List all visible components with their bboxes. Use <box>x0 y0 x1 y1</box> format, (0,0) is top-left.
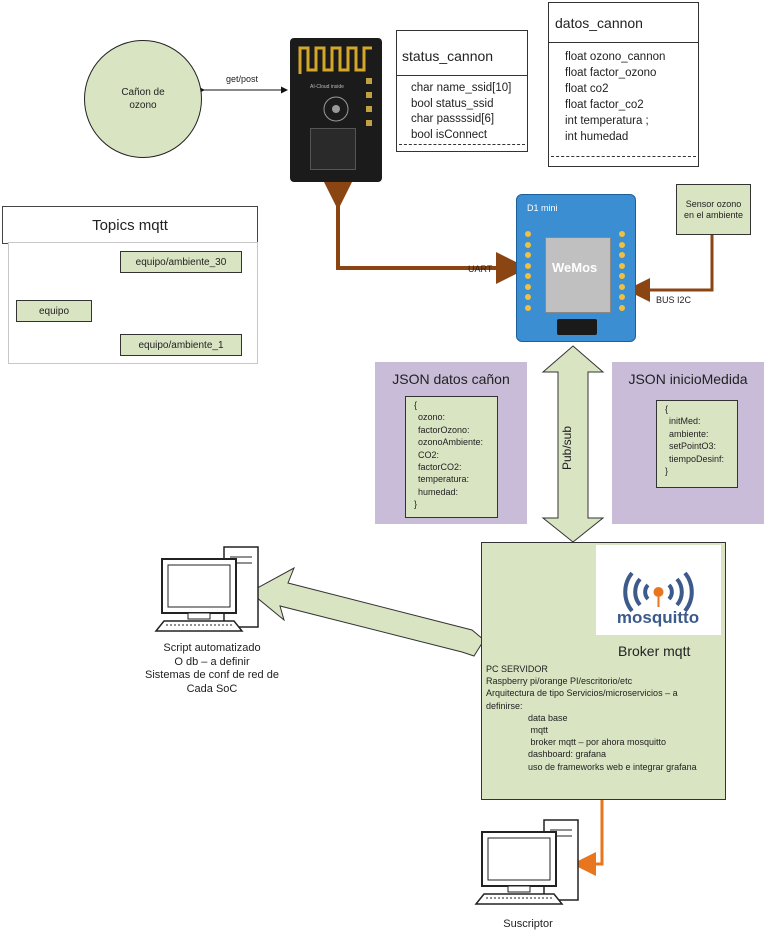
status-field: char name_ssid[10] <box>411 82 512 94</box>
i2c-connector <box>626 235 714 302</box>
broker-line: Arquitectura de tipo Servicios/microserv… <box>486 688 678 699</box>
json-field: ambiente: <box>669 428 709 439</box>
json-inicio-body: { initMed: ambiente: setPointO3: tiempoD… <box>656 400 738 488</box>
json-datos-body: { ozono: factorOzono: ozonoAmbiente: CO2… <box>405 396 498 518</box>
bus-i2c-label: BUS I2C <box>656 295 692 305</box>
json-inicio-title: JSON inicioMedida <box>628 371 748 387</box>
esp01-module: AI-Cloud inside <box>290 38 382 182</box>
subscriber-caption: Suscriptor <box>503 918 553 930</box>
caption-line: Script automatizado <box>163 642 261 654</box>
esp01-chip <box>310 128 356 170</box>
datos-field: int humedad <box>565 131 629 143</box>
datos-cannon-title: datos_cannon <box>555 15 643 31</box>
divider <box>397 75 527 76</box>
topic-root-node: equipo <box>16 300 92 322</box>
subscriber-computer-icon <box>474 819 579 905</box>
broker-item: data base <box>528 712 568 723</box>
json-field: temperatura: <box>418 474 470 485</box>
datos-cannon-fields: float ozono_cannon float factor_ozono fl… <box>565 49 665 145</box>
usb-port-icon <box>557 319 597 335</box>
mosquitto-logo-text: mosquitto <box>617 608 699 627</box>
broker-item: broker mqtt – por ahora mosquitto <box>528 737 667 748</box>
datos-cannon-class: datos_cannon float ozono_cannon float fa… <box>548 2 699 167</box>
json-datos-panel: JSON datos cañon { ozono: factorOzono: o… <box>375 362 527 524</box>
uart-label: UART <box>468 264 493 274</box>
json-brace: } <box>414 499 418 510</box>
json-field: tiempoDesinf: <box>669 453 725 464</box>
ozone-cannon-label: Cañon de ozono <box>121 87 165 111</box>
json-brace: } <box>665 466 669 477</box>
subscriber-connector <box>572 800 604 876</box>
datos-field: int temperatura ; <box>565 115 649 127</box>
json-field: initMed: <box>669 416 701 427</box>
esp01-label: AI-Cloud inside <box>310 84 344 90</box>
divider <box>551 156 696 157</box>
caption-line: O db – a definir <box>174 655 250 668</box>
wifi-logo-icon <box>323 96 349 122</box>
json-field: factorCO2: <box>418 462 462 473</box>
esp01-pins <box>366 78 372 138</box>
status-field: char passssid[6] <box>411 113 495 125</box>
datos-field: float factor_co2 <box>565 99 644 111</box>
json-field: humedad: <box>418 486 459 497</box>
json-datos-title: JSON datos cañon <box>392 371 510 387</box>
topics-title: Topics mqtt <box>2 206 258 244</box>
computer-icon <box>154 546 259 632</box>
broker-line: PC SERVIDOR <box>486 664 548 674</box>
wemos-pins-left <box>525 231 533 315</box>
ozone-sensor-node: Sensor ozono en el ambiente <box>676 184 751 235</box>
datos-field: float co2 <box>565 83 609 95</box>
pub-sub-label: Pub/sub <box>560 425 574 470</box>
broker-line: definirse: <box>486 700 523 711</box>
wemos-shield: WeMos <box>545 237 611 313</box>
topic-child-node: equipo/ambiente_1 <box>120 334 242 356</box>
caption-line: Sistemas de conf de red de <box>145 669 279 681</box>
broker-description: PC SERVIDOR Raspberry pi/orange PI/escri… <box>486 663 697 773</box>
mosquitto-signal-icon: mosquitto <box>617 571 699 627</box>
wemos-d1-mini-board: D1 mini WeMos <box>516 194 636 342</box>
wemos-brand-label: WeMos <box>552 260 598 275</box>
script-pc-caption: Script automatizado O db – a definir Sis… <box>112 642 312 696</box>
caption-line: Cada SoC <box>186 682 238 695</box>
ozone-cannon-node: Cañon de ozono <box>84 40 202 158</box>
json-brace: { <box>414 400 418 410</box>
broker-title: Broker mqtt <box>618 643 691 659</box>
broker-item: uso de frameworks web e integrar grafana <box>528 761 697 772</box>
divider <box>549 42 698 43</box>
script-broker-arrow <box>249 566 485 657</box>
json-field: setPointO3: <box>669 441 717 452</box>
status-cannon-title: status_cannon <box>402 48 494 64</box>
get-post-label: get/post <box>226 74 259 84</box>
mosquitto-logo: mosquitto <box>596 545 721 635</box>
broker-item: mqtt <box>528 725 549 736</box>
json-brace: { <box>665 404 669 414</box>
datos-field: float factor_ozono <box>565 67 657 79</box>
json-field: ozono: <box>418 412 446 423</box>
status-field: bool status_ssid <box>411 97 494 110</box>
antenna-trace-icon <box>298 46 372 74</box>
wemos-pins-right <box>619 231 627 315</box>
datos-field: float ozono_cannon <box>565 51 666 63</box>
ozone-sensor-label: Sensor ozono en el ambiente <box>683 198 744 220</box>
uart-connector <box>322 178 528 284</box>
divider <box>399 144 525 145</box>
broker-line: Raspberry pi/orange PI/escritorio/etc <box>486 676 633 687</box>
status-cannon-class: status_cannon char name_ssid[10] bool st… <box>396 30 528 152</box>
wemos-model-label: D1 mini <box>527 203 558 213</box>
topic-child-node: equipo/ambiente_30 <box>120 251 242 273</box>
broker-item: dashboard: grafana <box>528 749 607 760</box>
json-field: factorOzono: <box>418 424 470 435</box>
json-field: ozonoAmbiente: <box>418 437 484 448</box>
json-inicio-panel: JSON inicioMedida { initMed: ambiente: s… <box>612 362 764 524</box>
status-cannon-fields: char name_ssid[10] bool status_ssid char… <box>411 81 511 143</box>
json-field: CO2: <box>418 449 440 460</box>
status-field: bool isConnect <box>411 128 488 141</box>
